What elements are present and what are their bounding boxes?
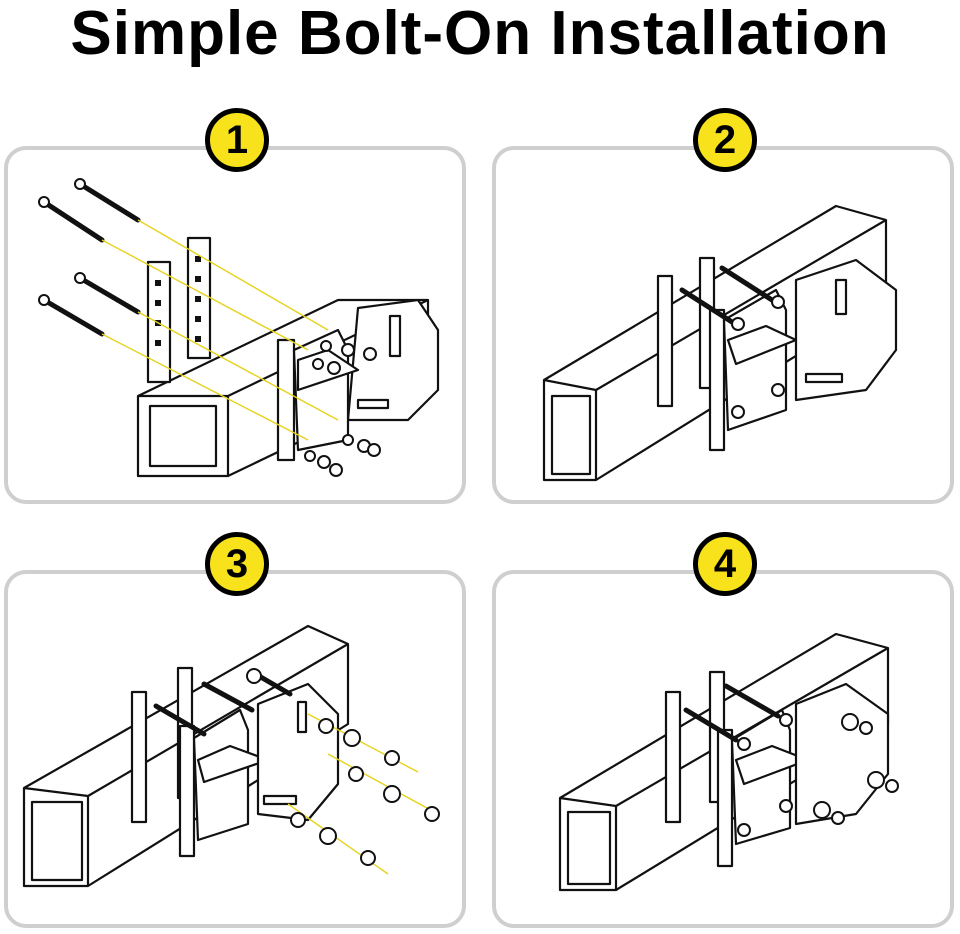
step-3-panel <box>4 570 466 928</box>
step-1-panel <box>4 146 466 504</box>
step-2-illustration <box>542 204 898 482</box>
step-3-badge: 3 <box>205 532 269 596</box>
step-4-panel <box>492 570 954 928</box>
step-1-badge: 1 <box>205 108 269 172</box>
step-1-illustration <box>38 178 440 478</box>
page-title: Simple Bolt-On Installation <box>70 0 890 68</box>
step-3-illustration <box>22 624 440 888</box>
step-2-panel <box>492 146 954 504</box>
step-4-badge: 4 <box>693 532 757 596</box>
step-4-illustration <box>558 632 899 892</box>
step-2-badge: 2 <box>693 108 757 172</box>
